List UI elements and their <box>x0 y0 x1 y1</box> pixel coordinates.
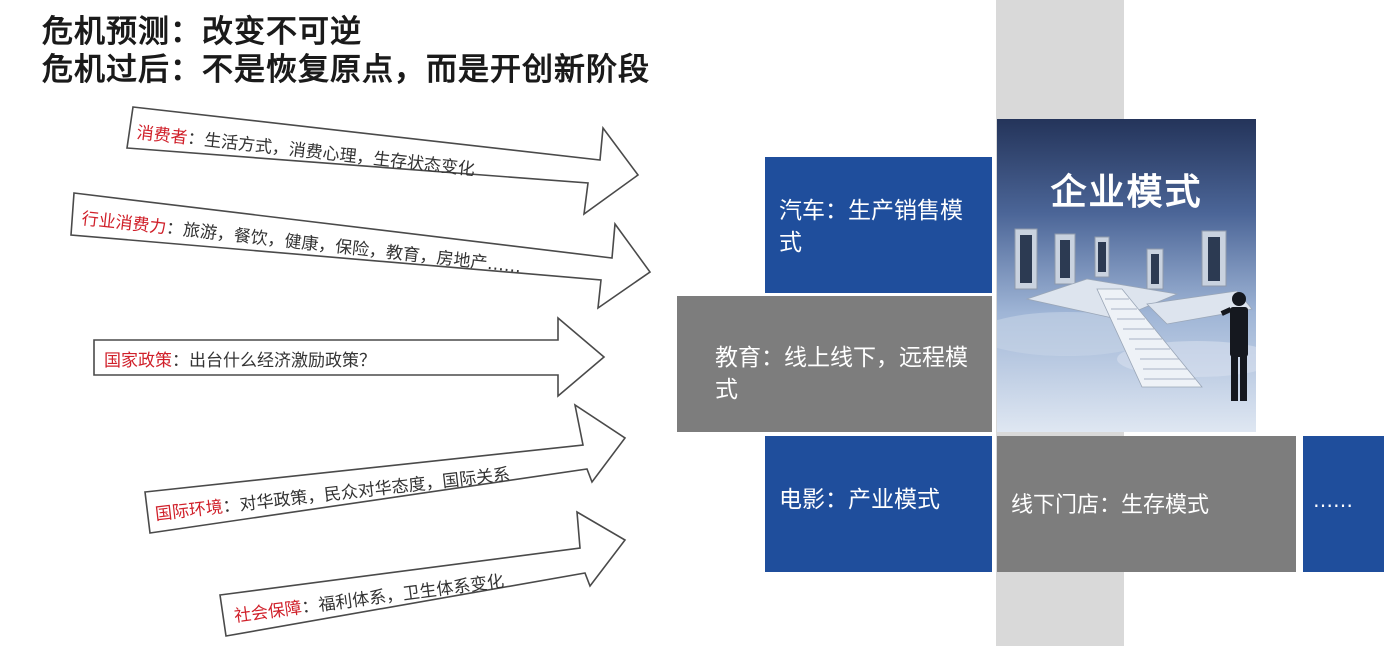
tile-store: 线下门店：生存模式 <box>997 436 1296 572</box>
factor-key-policy: 国家政策 <box>104 351 172 371</box>
business-model-image: 企业模式 <box>997 119 1256 432</box>
tile-auto: 汽车：生产销售模式 <box>765 157 992 293</box>
tile-store-text: 线下门店：生存模式 <box>1011 493 1209 518</box>
tile-film: 电影：产业模式 <box>765 436 992 572</box>
tile-education-text: 教育：线上线下，远程模式 <box>715 345 968 403</box>
factor-desc-policy: ：出台什么经济激励政策？ <box>172 351 376 371</box>
factor-label-policy: 国家政策：出台什么经济激励政策？ <box>104 346 376 371</box>
tile-education: 教育：线上线下，远程模式 <box>677 296 992 432</box>
tile-more: …… <box>1303 436 1384 572</box>
business-model-title: 企业模式 <box>997 163 1256 215</box>
tile-auto-text: 汽车：生产销售模式 <box>779 198 963 256</box>
tile-film-text: 电影：产业模式 <box>779 487 940 513</box>
tile-more-text: …… <box>1313 488 1353 512</box>
factor-arrows <box>0 0 680 646</box>
